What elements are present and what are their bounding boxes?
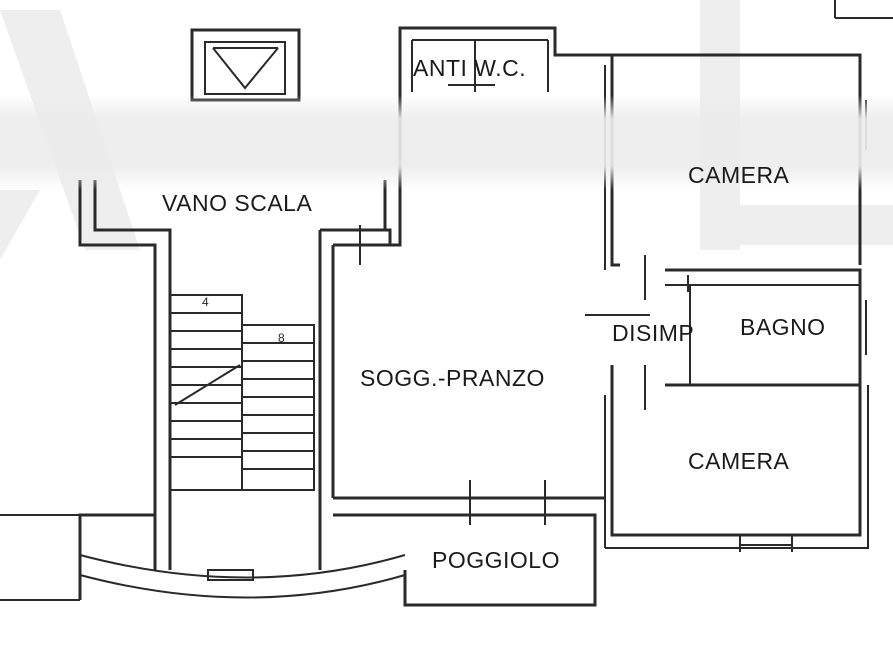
stair-number-first: 4 bbox=[202, 295, 209, 309]
room-label-camera-bottom: CAMERA bbox=[688, 448, 790, 474]
blurred-band bbox=[0, 95, 893, 190]
stair-number-second: 8 bbox=[278, 331, 285, 345]
room-label-disimp: DISIMP bbox=[612, 320, 695, 346]
room-label-anti-wc: ANTI W.C. bbox=[413, 55, 527, 81]
room-label-poggiolo: POGGIOLO bbox=[432, 547, 560, 573]
room-label-bagno: BAGNO bbox=[740, 314, 826, 340]
room-label-soggiorno: SOGG.-PRANZO bbox=[360, 365, 545, 391]
walls bbox=[0, 0, 893, 607]
room-label-vano-scala: VANO SCALA bbox=[162, 190, 313, 216]
room-label-camera-top: CAMERA bbox=[688, 162, 790, 188]
